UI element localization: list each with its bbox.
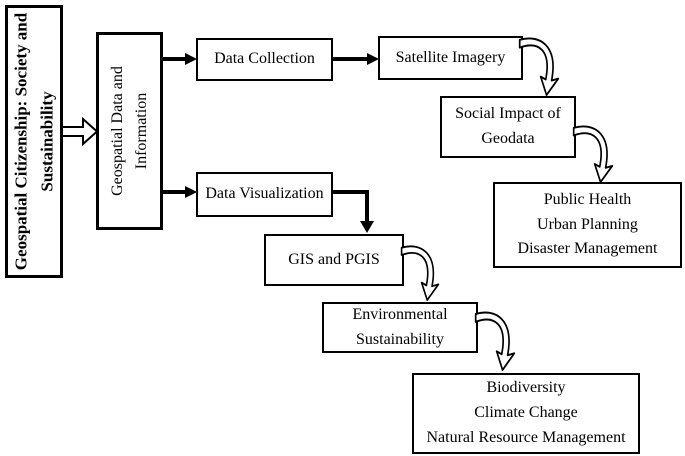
- node-geospatial-data: Geospatial Data and Information: [96, 32, 163, 230]
- arrow-social-impact-to-applications: [572, 124, 614, 183]
- node-satellite-imagery: Satellite Imagery: [378, 36, 523, 80]
- arrow-right-icon: [333, 53, 379, 65]
- arrow-data-collection-to-satellite: [333, 51, 379, 67]
- node-data-collection: Data Collection: [196, 38, 333, 81]
- node-social-applications-label: Public Health Urban Planning Disaster Ma…: [517, 190, 658, 258]
- arrow-environmental-to-applications: [474, 310, 516, 371]
- node-data-visualization: Data Visualization: [196, 172, 333, 217]
- arrow-right-icon: [163, 53, 197, 65]
- node-environmental-applications: Biodiversity Climate Change Natural Reso…: [412, 373, 640, 454]
- block-arrow-title-to-geodata: [61, 117, 99, 146]
- node-gis-pgis-label: GIS and PGIS: [288, 250, 380, 268]
- curved-arrow-icon: [400, 245, 440, 301]
- node-geospatial-citizenship: Geospatial Citizenship: Society and Sust…: [5, 5, 63, 278]
- elbow-arrow-down-icon: [333, 190, 374, 233]
- block-arrow-right-icon: [61, 117, 99, 146]
- arrow-data-visualization-to-gis: [333, 186, 375, 234]
- node-data-collection-label: Data Collection: [214, 50, 315, 68]
- node-data-visualization-label: Data Visualization: [205, 185, 324, 203]
- curved-arrow-icon: [572, 125, 614, 183]
- arrow-gis-to-environmental: [400, 244, 440, 301]
- arrow-geodata-to-data-collection: [163, 51, 197, 67]
- node-social-impact-label: Social Impact of Geodata: [455, 105, 561, 147]
- arrow-satellite-to-social-impact: [518, 36, 560, 96]
- curved-arrow-icon: [518, 37, 560, 96]
- node-geospatial-data-label: Geospatial Data and Information: [108, 66, 150, 196]
- arrow-geodata-to-data-visualization: [163, 184, 197, 200]
- node-gis-pgis: GIS and PGIS: [264, 234, 404, 286]
- node-social-impact: Social Impact of Geodata: [440, 96, 576, 158]
- curved-arrow-icon: [474, 311, 516, 371]
- node-environmental: Environmental Sustainability: [322, 302, 478, 353]
- node-environmental-applications-label: Biodiversity Climate Change Natural Reso…: [426, 379, 626, 446]
- arrow-right-icon: [163, 186, 197, 198]
- node-geospatial-citizenship-label: Geospatial Citizenship: Society and Sust…: [11, 12, 57, 271]
- node-satellite-imagery-label: Satellite Imagery: [395, 48, 506, 66]
- node-social-applications: Public Health Urban Planning Disaster Ma…: [493, 182, 682, 268]
- node-environmental-label: Environmental Sustainability: [352, 305, 448, 348]
